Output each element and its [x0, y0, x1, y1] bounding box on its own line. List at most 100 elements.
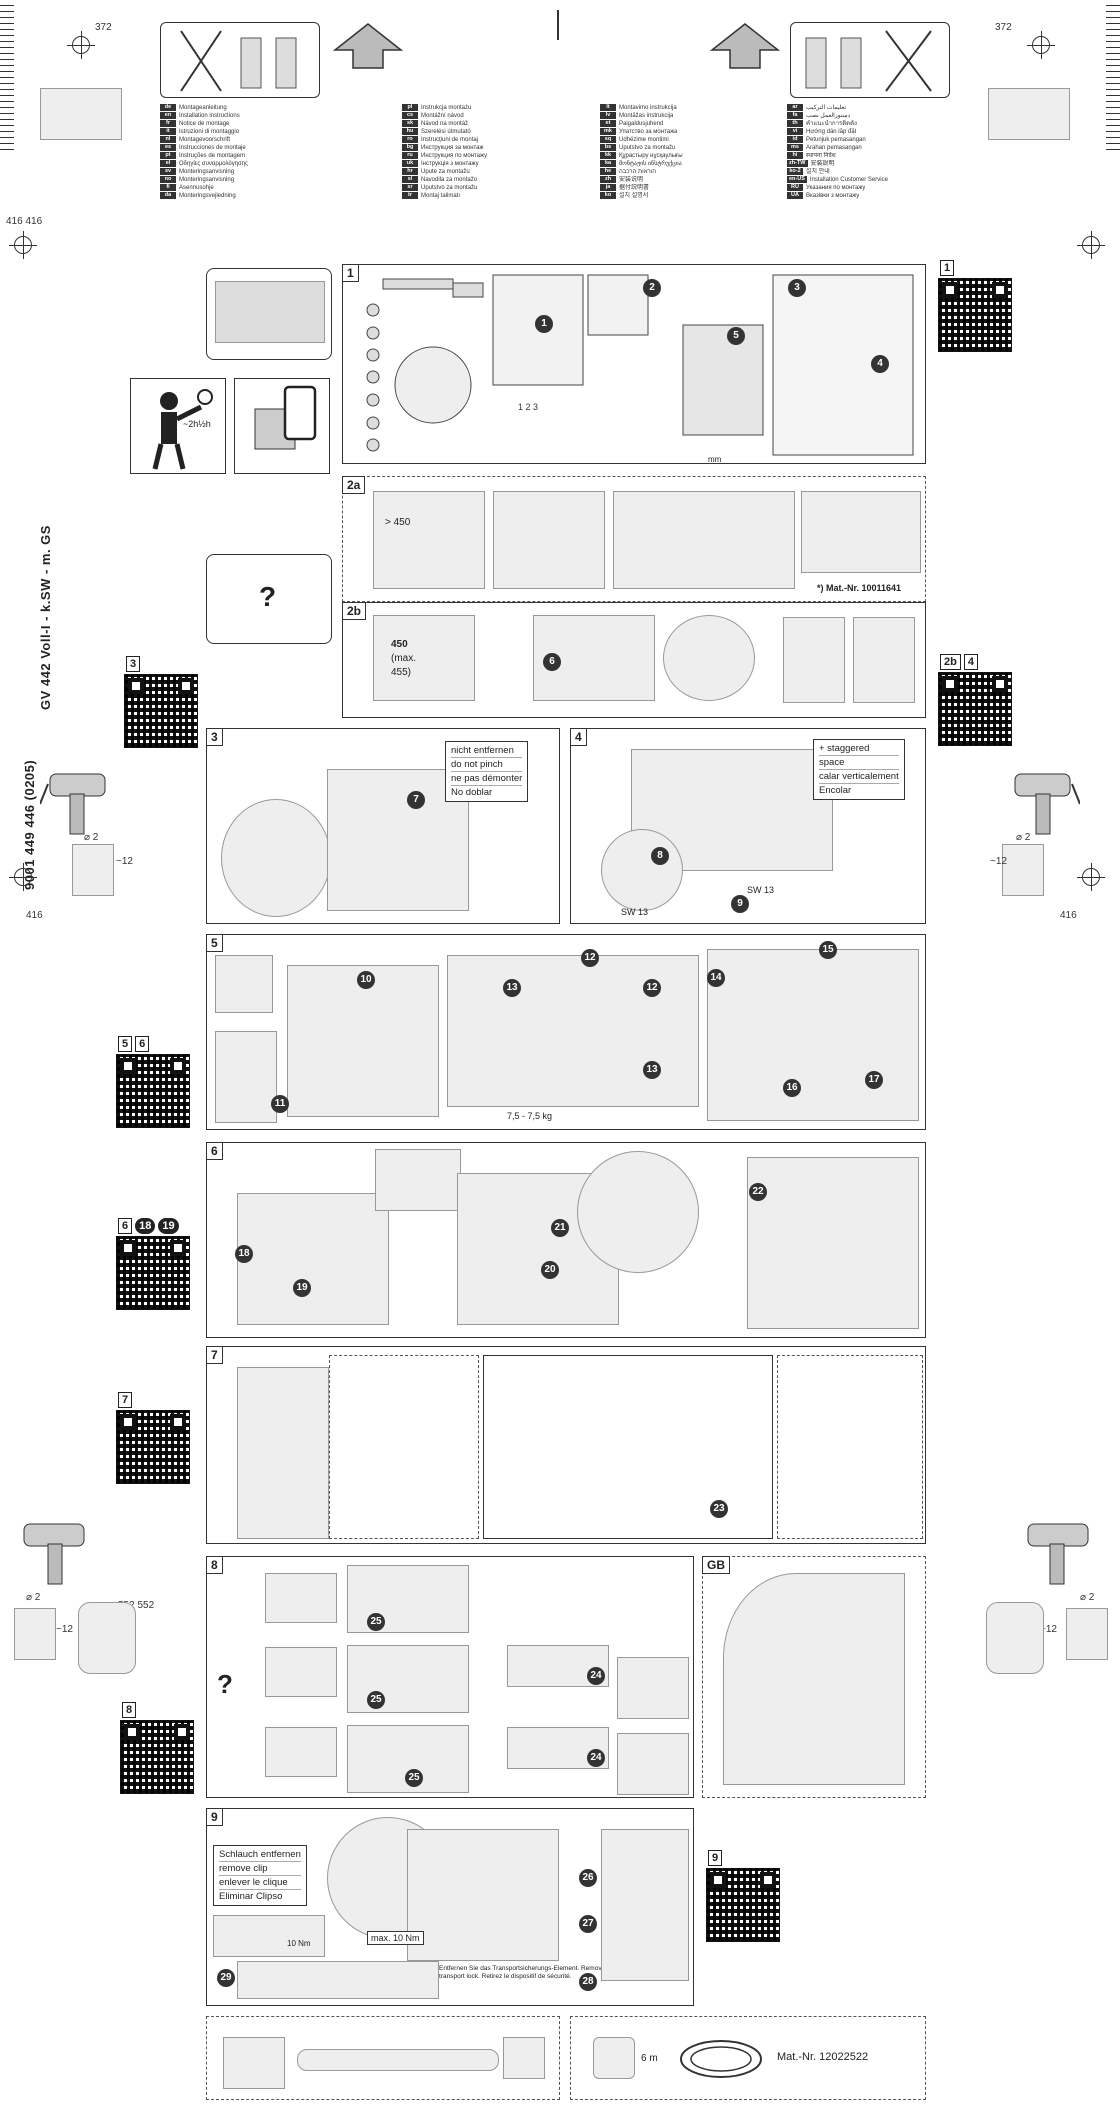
document-model: GV 442 Voll-I - k.SW - m. GS — [38, 525, 53, 710]
registration-mark-top-left — [67, 31, 95, 59]
qr-code-step-7[interactable] — [116, 1410, 190, 1484]
step-gb-panel: GB — [702, 1556, 926, 1798]
dimension-mid-right: 416 — [1060, 910, 1077, 921]
step-gb-label: GB — [702, 1556, 730, 1574]
registration-mark-mid-left — [9, 863, 37, 891]
drill-diameter-right: ⌀ 2 — [1016, 832, 1031, 843]
arrow-up-icon-left — [333, 23, 403, 69]
drill-hole-low-left — [14, 1608, 56, 1660]
qr-label-step-7: 7 — [118, 1392, 133, 1408]
step-2b-label: 2b — [342, 602, 367, 620]
install-time: ~2h½h — [183, 419, 211, 429]
wrench-person-icon — [152, 389, 213, 470]
drill-low-diameter-right: ⌀ 2 — [1080, 1592, 1095, 1603]
footer-part-number: Mat.-Nr. 12022522 — [777, 2051, 869, 2063]
dimension-low-left: 552 552 — [118, 1600, 155, 1611]
step-2a-label: 2a — [342, 476, 366, 494]
qr-label-step-3: 3 — [126, 656, 141, 672]
drill-icon-right — [1014, 773, 1080, 835]
phone-scan-icon — [234, 378, 330, 474]
step-9-label: 9 — [206, 1808, 223, 1826]
drill-hole-low-right — [1066, 1608, 1108, 1660]
step-2b-dim-a: 450 — [391, 639, 408, 650]
step-2a-part-number: *) Mat.-Nr. 10011641 — [817, 583, 902, 593]
step-3-panel: 3 7 nicht entfernen do not pinch ne pas … — [206, 728, 560, 924]
step-4-wrench-size-a: SW 13 — [621, 907, 649, 917]
step-5-label: 5 — [206, 934, 223, 952]
cross-icon — [805, 30, 932, 92]
registration-mark-left — [9, 231, 37, 259]
drill-depth-right: ~12 — [990, 856, 1007, 867]
step-7-label: 7 — [206, 1346, 223, 1364]
arrow-up-icon-right — [710, 23, 780, 69]
step-1-mm-label: mm — [708, 455, 722, 464]
step-4-panel: 4 8 9 SW 13 SW 13 + staggered space cala… — [570, 728, 926, 924]
step-1-panel: 1 1 2 3 1 2 3 4 5 mm — [342, 264, 926, 464]
drill-low-diameter-left: ⌀ 2 — [26, 1592, 41, 1603]
drill-low-depth-left: ~12 — [56, 1624, 73, 1635]
footer-cable-length: 6 m — [641, 2053, 658, 2064]
dimension-left-416-pair: 416 416 — [6, 216, 43, 227]
registration-mark-mid-right — [1077, 863, 1105, 891]
step-3-warning-box: nicht entfernen do not pinch ne pas démo… — [445, 741, 529, 802]
center-mark — [557, 10, 559, 40]
cabinet-sketch-top-left — [40, 88, 122, 140]
hinge-sketch-right — [986, 1602, 1044, 1674]
dimension-top-left: 372 — [95, 22, 112, 33]
step-2b-panel: 2b 450 (max. 455) 6 — [342, 602, 926, 718]
dimension-top-right: 372 — [995, 22, 1012, 33]
power-cable-icon — [680, 2040, 762, 2078]
drill-icon-low-right — [1027, 1523, 1089, 1585]
left-edge-ruler — [0, 0, 14, 150]
dimension-mid-left: 416 — [26, 910, 43, 921]
qr-code-step-8[interactable] — [120, 1720, 194, 1794]
no-panel-warning-right — [790, 22, 950, 98]
svg-text:1 2 3: 1 2 3 — [518, 402, 538, 412]
registration-mark-top-right — [1027, 31, 1055, 59]
drill-diameter-left: ⌀ 2 — [84, 832, 99, 843]
no-panel-warning-left — [160, 22, 320, 98]
step-8-label: 8 — [206, 1556, 223, 1574]
qr-code-step-3[interactable] — [124, 674, 198, 748]
step-7-panel: 7 23 — [206, 1346, 926, 1544]
step-8-panel: 8 ? 25 25 25 24 24 — [206, 1556, 694, 1798]
qr-code-step-2b-4[interactable] — [938, 672, 1012, 746]
right-edge-ruler — [1106, 0, 1120, 150]
step-9-warning-box: Schlauch entfernen remove clip enlever l… — [213, 1845, 307, 1906]
step-9-panel: 9 Schlauch entfernen remove clip enlever… — [206, 1808, 694, 2006]
drill-low-depth-right: ~12 — [1040, 1624, 1057, 1635]
step-1-label: 1 — [342, 264, 359, 282]
smartphone-icon — [254, 385, 317, 450]
qr-code-step-6-18-19[interactable] — [116, 1236, 190, 1310]
qr-label-step-8: 8 — [122, 1702, 137, 1718]
cabinet-gap-question: ? — [206, 554, 332, 644]
cabinet-overview — [206, 268, 332, 360]
drill-hole-left — [72, 844, 114, 896]
hinge-sketch-left — [78, 1602, 136, 1674]
cross-icon — [180, 30, 297, 92]
registration-mark-right — [1077, 231, 1105, 259]
qr-label-step-1: 1 — [940, 260, 955, 276]
qr-code-step-9[interactable] — [706, 1868, 780, 1942]
step-2b-dim-c: 455) — [391, 667, 412, 678]
drill-hole-right — [1002, 844, 1044, 896]
drill-depth-left: ~12 — [116, 856, 133, 867]
step-6-panel: 6 18 19 21 20 22 — [206, 1142, 926, 1338]
step-2a-panel: 2a > 450 *) Mat.-Nr. 10011641 — [342, 476, 926, 602]
step-2a-dim: > 450 — [385, 517, 411, 528]
step-1-illustration: 1 2 3 — [366, 274, 914, 456]
qr-code-step-1[interactable] — [938, 278, 1012, 352]
step-4-label: 4 — [570, 728, 587, 746]
qr-label-step-9: 9 — [708, 1850, 723, 1866]
drill-icon-low-left — [23, 1523, 85, 1585]
step-9-torque: 10 Nm — [287, 1939, 311, 1948]
drill-icon-left — [40, 773, 106, 835]
qr-code-step-5-6[interactable] — [116, 1054, 190, 1128]
step-4-warning-box: + staggered space calar verticalement En… — [813, 739, 905, 800]
